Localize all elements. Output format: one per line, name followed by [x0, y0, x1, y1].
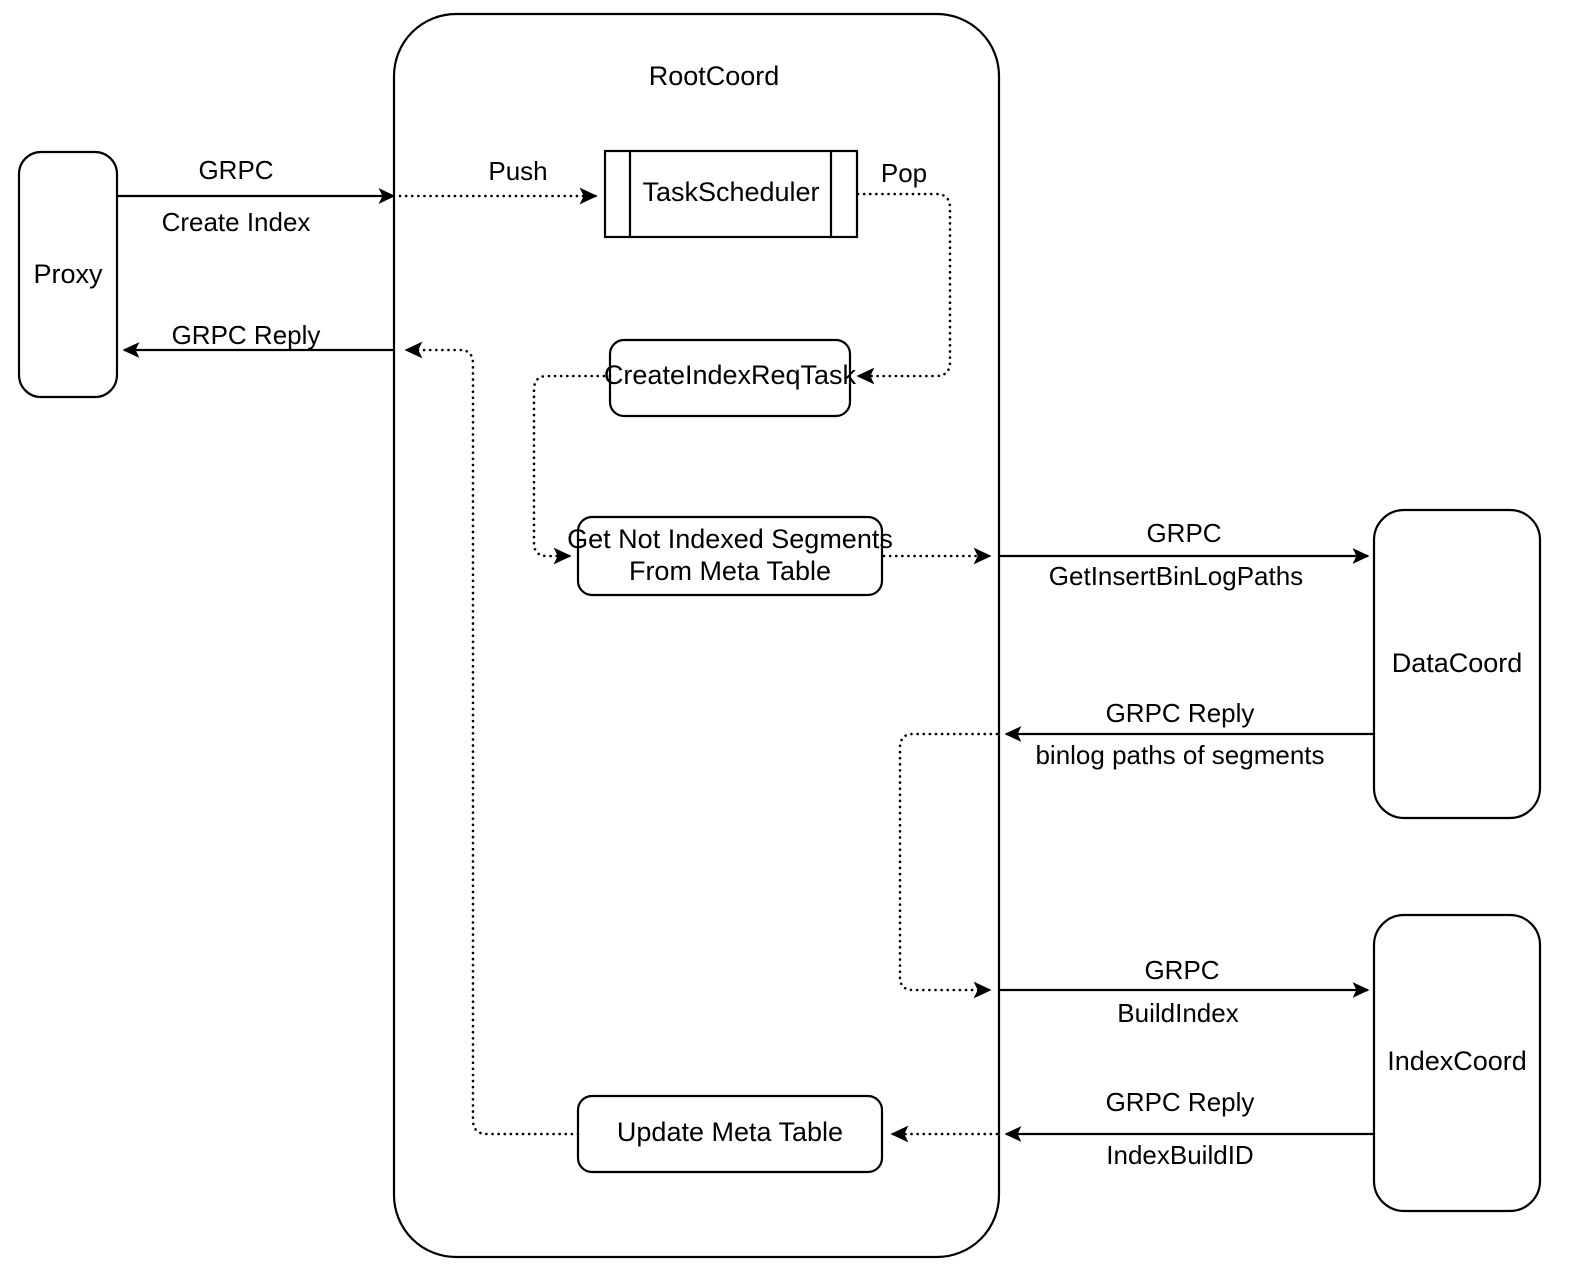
edge-label-grpc-indexcoord: GRPC: [1144, 955, 1219, 985]
edge-label-grpc-create: GRPC: [198, 155, 273, 185]
edge-label-grpc-datacoord: GRPC: [1146, 518, 1221, 548]
update-meta-to-proxy-reply-path: [404, 341, 580, 1136]
edge-rootcoord-to-proxy[interactable]: GRPC Reply: [122, 320, 394, 358]
edge-proxy-to-rootcoord[interactable]: GRPC Create Index Push: [118, 155, 598, 237]
edge-label-grpc-reply-indexcoord: GRPC Reply: [1106, 1087, 1255, 1117]
datacoord-reply-uturn-to-indexcoord: [898, 732, 999, 999]
edge-get-segments-to-datacoord[interactable]: GRPC GetInsertBinLogPaths: [882, 518, 1370, 591]
node-proxy[interactable]: Proxy: [17, 150, 119, 399]
edge-task-to-get-segments[interactable]: [532, 374, 612, 565]
pop-path: [856, 192, 952, 385]
container-rootcoord[interactable]: RootCoord: [392, 12, 1001, 1259]
task-scheduler-label: TaskScheduler: [642, 177, 819, 207]
task-scheduler-box[interactable]: [603, 149, 859, 239]
edge-label-getinsertbinlogpaths: GetInsertBinLogPaths: [1049, 561, 1303, 591]
node-create-index-req-task[interactable]: CreateIndexReqTask: [604, 338, 857, 418]
node-get-not-indexed-segments[interactable]: Get Not Indexed Segments From Meta Table: [567, 515, 893, 597]
get-not-indexed-segments-label-line2: From Meta Table: [629, 556, 831, 586]
create-index-req-task-box[interactable]: [608, 338, 852, 418]
update-meta-table-label: Update Meta Table: [617, 1117, 843, 1147]
datacoord-label: DataCoord: [1392, 648, 1523, 678]
indexcoord-label: IndexCoord: [1387, 1046, 1527, 1076]
edge-label-grpc-reply-proxy: GRPC Reply: [172, 320, 321, 350]
create-index-req-task-label: CreateIndexReqTask: [604, 360, 857, 390]
edge-label-create-index: Create Index: [162, 207, 311, 237]
datacoord-box[interactable]: [1372, 508, 1542, 820]
indexcoord-box[interactable]: [1372, 913, 1542, 1213]
rootcoord-label: RootCoord: [649, 61, 780, 91]
edge-label-buildindex: BuildIndex: [1117, 998, 1238, 1028]
proxy-label: Proxy: [33, 259, 103, 289]
edge-label-pop: Pop: [881, 158, 927, 188]
get-not-indexed-segments-label-line1: Get Not Indexed Segments: [567, 524, 893, 554]
node-task-scheduler[interactable]: TaskScheduler: [603, 149, 859, 239]
edge-pop[interactable]: Pop: [856, 158, 952, 385]
get-not-indexed-segments-box[interactable]: [576, 515, 884, 597]
edge-label-binlog-paths: binlog paths of segments: [1035, 740, 1324, 770]
node-indexcoord[interactable]: IndexCoord: [1372, 913, 1542, 1213]
edge-datacoord-reply[interactable]: GRPC Reply binlog paths of segments: [898, 698, 1374, 999]
proxy-box[interactable]: [17, 150, 119, 399]
rootcoord-boundary[interactable]: [392, 12, 1001, 1259]
edge-indexcoord-reply[interactable]: GRPC Reply IndexBuildID: [890, 1087, 1374, 1170]
edge-label-grpc-reply-datacoord: GRPC Reply: [1106, 698, 1255, 728]
task-to-get-segments-path: [532, 374, 612, 565]
edge-label-indexbuildid: IndexBuildID: [1106, 1140, 1253, 1170]
node-update-meta-table[interactable]: Update Meta Table: [576, 1094, 884, 1174]
edge-update-meta-to-reply[interactable]: [404, 341, 580, 1136]
edge-label-push: Push: [488, 156, 547, 186]
node-datacoord[interactable]: DataCoord: [1372, 508, 1542, 820]
edge-to-indexcoord[interactable]: GRPC BuildIndex: [999, 955, 1370, 1028]
